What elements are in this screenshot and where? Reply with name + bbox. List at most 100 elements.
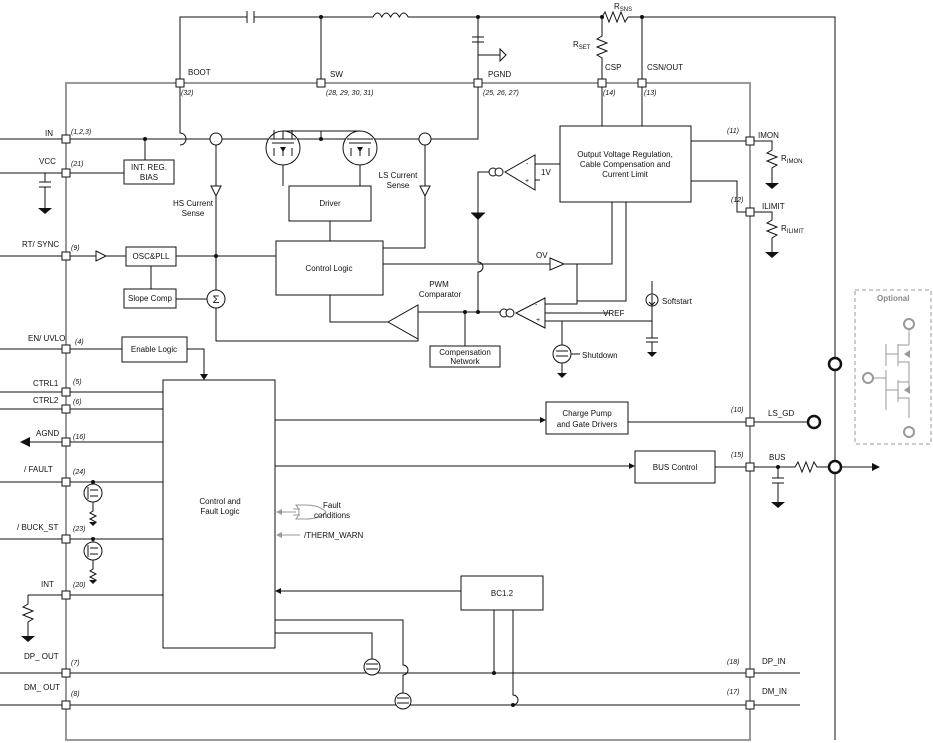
buckst-mosfet-icon bbox=[83, 539, 103, 583]
rtsync-pin-label: RT/ SYNC bbox=[22, 240, 59, 249]
ctrl2-pin-label: CTRL2 bbox=[33, 396, 59, 405]
buckst-pin-label: / BUCK_ST bbox=[17, 523, 58, 532]
output-reg-label-2: Cable Compensation and bbox=[580, 160, 670, 169]
rimon-label: RIMON bbox=[781, 154, 802, 165]
bc12-label: BC1.2 bbox=[491, 589, 514, 598]
fault-cond-label-1: Fault bbox=[323, 501, 342, 510]
boot-pin-pad bbox=[175, 78, 185, 88]
internal-blocks: INT. REG. BIAS HS Current Sense LS Curre… bbox=[70, 87, 746, 710]
left-pins: IN (1,2,3) VCC (21) RT/ SYNC (9) EN/ UVL… bbox=[0, 129, 91, 710]
rsns-label: RSNS bbox=[614, 2, 632, 13]
v-amp-plus: + bbox=[536, 317, 540, 324]
dmout-pin-pad bbox=[61, 700, 71, 710]
pgnd-pin-pad bbox=[473, 78, 483, 88]
bus-control-block bbox=[634, 450, 716, 484]
shutdown-label: Shutdown bbox=[582, 351, 618, 360]
agnd-pin-number: (16) bbox=[73, 434, 85, 441]
driver-label: Driver bbox=[319, 199, 341, 208]
output-reg-label-1: Output Voltage Regulation, bbox=[577, 150, 673, 159]
control-logic-label: Control Logic bbox=[305, 264, 352, 273]
vcc-pin-number: (21) bbox=[71, 161, 83, 168]
sw-pin-pad bbox=[316, 78, 326, 88]
voltage-error-amp bbox=[514, 297, 546, 329]
vcc-pin-pad bbox=[61, 168, 71, 178]
bc12-block bbox=[460, 575, 544, 611]
enuvlo-pin-number: (4) bbox=[75, 339, 84, 346]
bus-pin-pad bbox=[745, 462, 755, 472]
csnout-pin-number: (13) bbox=[644, 90, 656, 97]
csp-pin-number: (14) bbox=[603, 90, 615, 97]
int-pin-number: (20) bbox=[73, 582, 85, 589]
ctrl1-pin-pad bbox=[61, 387, 71, 397]
imon-pin-label: IMON bbox=[758, 131, 779, 140]
vref-label: VREF bbox=[603, 309, 624, 318]
hs-mosfet-icon bbox=[265, 130, 301, 166]
slope-comp-label: Slope Comp bbox=[128, 294, 173, 303]
fault-pin-number: (24) bbox=[73, 469, 85, 476]
control-fault-label-1: Control and bbox=[199, 497, 240, 506]
vcc-pin-label: VCC bbox=[39, 157, 56, 166]
one-volt-label: 1V bbox=[541, 168, 551, 177]
comp-net-label-1: Compensation bbox=[439, 348, 491, 357]
csp-pin-label: CSP bbox=[605, 63, 621, 72]
shutdown-mosfet-icon bbox=[552, 321, 572, 373]
ilimit-pin-label: ILIMIT bbox=[762, 202, 785, 211]
optional-label: Optional bbox=[877, 294, 909, 303]
cc-error-amp bbox=[504, 154, 536, 191]
control-logic-block bbox=[275, 240, 384, 296]
pwm-label-1: PWM bbox=[429, 280, 449, 289]
dmin-pin-number: (17) bbox=[727, 689, 739, 696]
rtsync-pin-pad bbox=[61, 251, 71, 261]
dmin-pin-label: DM_IN bbox=[762, 687, 787, 696]
csp-pin-pad bbox=[597, 78, 607, 88]
bus-control-label: BUS Control bbox=[653, 463, 698, 472]
external-nodes bbox=[827, 356, 843, 475]
pgnd-pin-label: PGND bbox=[488, 70, 511, 79]
fault-pin-label: / FAULT bbox=[24, 465, 53, 474]
in-pin-label: IN bbox=[45, 129, 53, 138]
in-pin-number: (1,2,3) bbox=[71, 129, 91, 136]
dpout-pin-label: DP_ OUT bbox=[24, 652, 59, 661]
agnd-pin-label: AGND bbox=[36, 429, 59, 438]
in-pin-pad bbox=[61, 134, 71, 144]
rilimit-label: RILIMIT bbox=[781, 224, 804, 235]
control-fault-label-2: Fault Logic bbox=[200, 507, 239, 516]
int-reg-bias-label: BIAS bbox=[140, 173, 158, 182]
dpin-pin-number: (18) bbox=[727, 659, 739, 666]
bus-pin-label: BUS bbox=[769, 453, 785, 462]
rtsync-pin-number: (9) bbox=[71, 245, 80, 252]
output-reg-label-3: Current Limit bbox=[602, 170, 649, 179]
lsgd-pin-pad bbox=[745, 417, 755, 427]
ctrl2-pin-pad bbox=[61, 404, 71, 414]
pwm-comparator bbox=[386, 304, 419, 340]
fault-or-gate-icon bbox=[294, 504, 327, 520]
enable-logic-label: Enable Logic bbox=[131, 345, 177, 354]
v-amp-minus: - bbox=[535, 302, 538, 309]
ilimit-pin-pad bbox=[745, 207, 755, 217]
top-external-network: RSNS RSET bbox=[179, 2, 836, 740]
dpout-pin-pad bbox=[61, 668, 71, 678]
charge-pump-label-2: and Gate Drivers bbox=[557, 420, 617, 429]
boot-pin-number: (32) bbox=[181, 90, 193, 97]
right-pins: (11) IMON RIMON (12) ILIMIT RILIMIT (10)… bbox=[691, 128, 880, 710]
hs-sense-label-2: Sense bbox=[182, 209, 205, 218]
int-pin-pad bbox=[61, 590, 71, 600]
rset-label: RSET bbox=[573, 40, 591, 51]
dpin-pin-label: DP_IN bbox=[762, 657, 786, 666]
lsgd-pin-number: (10) bbox=[731, 407, 743, 414]
agnd-pin-pad bbox=[61, 437, 71, 447]
int-reg-label: INT. REG. bbox=[131, 163, 167, 172]
compensation-network-block bbox=[429, 345, 501, 368]
optional-fet-box: Optional bbox=[854, 289, 932, 445]
cc-amp-minus: - bbox=[526, 161, 529, 168]
fault-cond-label-2: conditions bbox=[314, 511, 350, 520]
buckst-pin-pad bbox=[61, 534, 71, 544]
buckst-pin-number: (23) bbox=[73, 526, 85, 533]
dp-switch-mosfet-icon bbox=[363, 658, 381, 676]
imon-pin-number: (11) bbox=[727, 128, 739, 135]
hs-sense-label-1: HS Current bbox=[173, 199, 214, 208]
csnout-pin-label: CSN/OUT bbox=[647, 63, 683, 72]
dmout-pin-label: DM_ OUT bbox=[24, 683, 60, 692]
sigma-symbol: Σ bbox=[213, 294, 220, 306]
